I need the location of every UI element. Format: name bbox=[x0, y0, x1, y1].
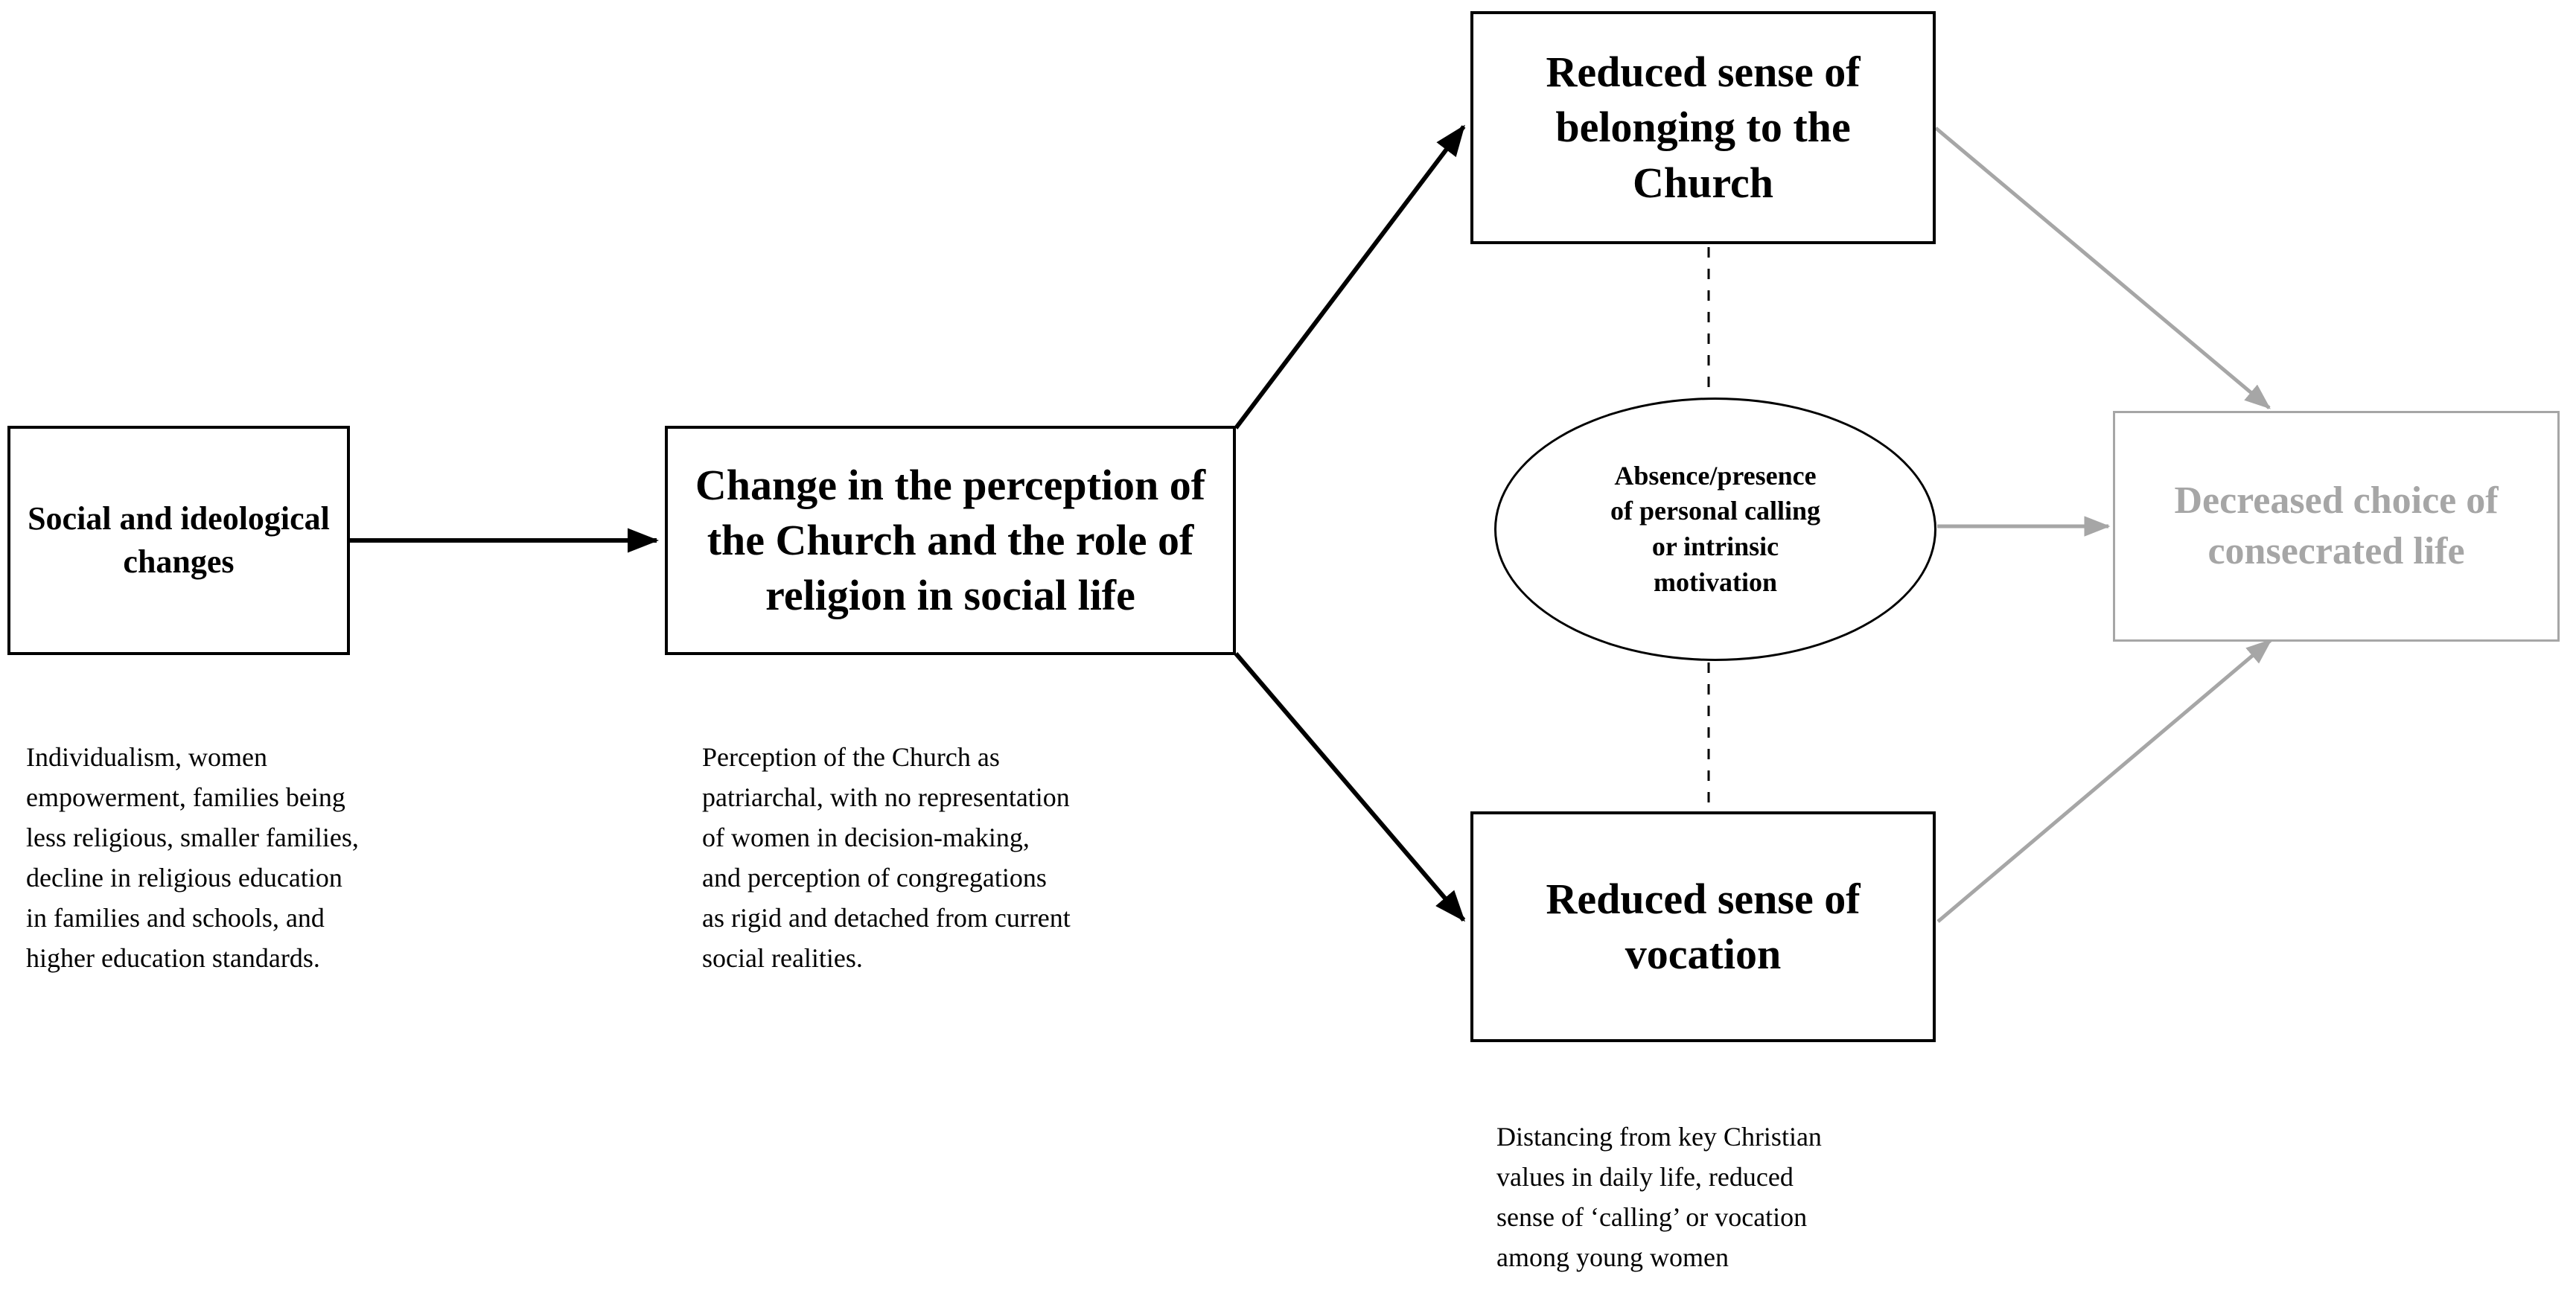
arrow-vocation-to-decreased bbox=[1936, 639, 2272, 923]
annotation-reduced-vocation: Distancing from key Christian values in … bbox=[1496, 1122, 1822, 1272]
annotation-social-changes: Individualism, women empowerment, famili… bbox=[26, 742, 359, 973]
node-reduced-sense-of-belonging: Reduced sense of belonging to the Church bbox=[1470, 11, 1936, 244]
arrow-belonging-to-decreased bbox=[1934, 127, 2271, 409]
annotation-church-perception: Perception of the Church as patriarchal,… bbox=[702, 742, 1071, 973]
node-reduced-sense-of-vocation: Reduced sense of vocation bbox=[1470, 811, 1936, 1042]
node-change-in-perception-of-church: Change in the perception of the Church a… bbox=[665, 426, 1236, 655]
node-social-and-ideological-changes: Social and ideological changes bbox=[7, 426, 350, 655]
arrow-perception-to-vocation bbox=[1234, 652, 1466, 922]
node-absence-presence-of-personal-calling: Absence/presence of personal calling or … bbox=[1494, 398, 1936, 661]
node-decreased-choice-of-consecrated-life: Decreased choice of consecrated life bbox=[2113, 411, 2560, 642]
arrow-perception-to-belonging bbox=[1234, 124, 1466, 430]
